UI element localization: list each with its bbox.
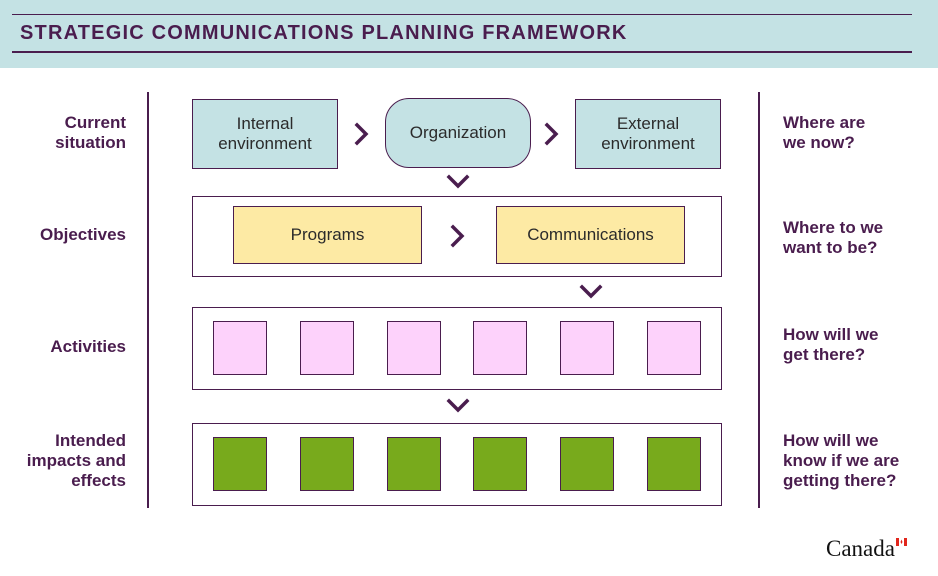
external-environment-label: External — [616, 114, 680, 133]
row-label-intended-impacts: Intended impacts and effects — [10, 431, 126, 491]
page-title: STRATEGIC COMMUNICATIONS PLANNING FRAMEW… — [20, 22, 628, 44]
activity-square — [473, 321, 527, 375]
impact-square — [387, 437, 441, 491]
row-label-line: Objectives — [40, 225, 126, 244]
question-line: Where are — [783, 113, 866, 132]
right-divider — [758, 92, 760, 508]
chevron-right-icon — [450, 224, 465, 248]
chevron-right-icon — [354, 122, 369, 146]
impacts-frame — [192, 423, 722, 506]
external-environment-box: External environment — [575, 99, 721, 169]
activities-frame — [192, 307, 722, 390]
communications-box: Communications — [496, 206, 685, 264]
impact-square — [300, 437, 354, 491]
impact-square — [473, 437, 527, 491]
question-line: Where to we — [783, 218, 884, 237]
question-line: we now? — [783, 133, 855, 152]
row-label-line: effects — [71, 471, 126, 490]
activity-square — [647, 321, 701, 375]
canada-wordmark: Canada — [826, 536, 895, 561]
row-label-line: situation — [55, 133, 126, 152]
chevron-right-icon — [544, 122, 559, 146]
activity-square — [387, 321, 441, 375]
row-label-line: Intended — [55, 431, 126, 450]
header-rule-top — [12, 14, 912, 15]
row-label-current-situation: Current situation — [10, 113, 126, 153]
organization-box: Organization — [385, 98, 531, 168]
question-line: want to be? — [783, 238, 878, 257]
canada-flag-icon — [896, 538, 907, 546]
question-intended-impacts: How will we know if we are getting there… — [783, 431, 933, 491]
question-activities: How will we get there? — [783, 325, 933, 365]
programs-box: Programs — [233, 206, 422, 264]
question-line: How will we — [783, 431, 879, 450]
left-divider — [147, 92, 149, 508]
question-line: know if we are — [783, 451, 900, 470]
activity-square — [560, 321, 614, 375]
row-label-activities: Activities — [10, 337, 126, 357]
internal-environment-box: Internal environment — [192, 99, 338, 169]
question-current-situation: Where are we now? — [783, 113, 933, 153]
row-label-line: impacts and — [26, 451, 126, 470]
question-line: get there? — [783, 345, 866, 364]
impact-square — [213, 437, 267, 491]
internal-environment-label: environment — [218, 134, 312, 153]
chevron-down-icon — [446, 398, 470, 413]
header-banner: STRATEGIC COMMUNICATIONS PLANNING FRAMEW… — [0, 0, 938, 68]
question-line: How will we — [783, 325, 879, 344]
row-label-objectives: Objectives — [10, 225, 126, 245]
impact-square — [647, 437, 701, 491]
chevron-down-icon — [446, 174, 470, 189]
chevron-down-icon — [579, 284, 603, 299]
activity-square — [300, 321, 354, 375]
external-environment-label: environment — [601, 134, 695, 153]
row-label-line: Current — [64, 113, 126, 132]
communications-label: Communications — [527, 225, 654, 244]
impact-square — [560, 437, 614, 491]
question-line: getting there? — [783, 471, 897, 490]
question-objectives: Where to we want to be? — [783, 218, 933, 258]
activity-square — [213, 321, 267, 375]
organization-label: Organization — [409, 123, 507, 142]
row-label-line: Activities — [50, 337, 126, 356]
header-rule-bottom — [12, 51, 912, 53]
internal-environment-label: Internal — [236, 114, 294, 133]
programs-label: Programs — [290, 225, 365, 244]
